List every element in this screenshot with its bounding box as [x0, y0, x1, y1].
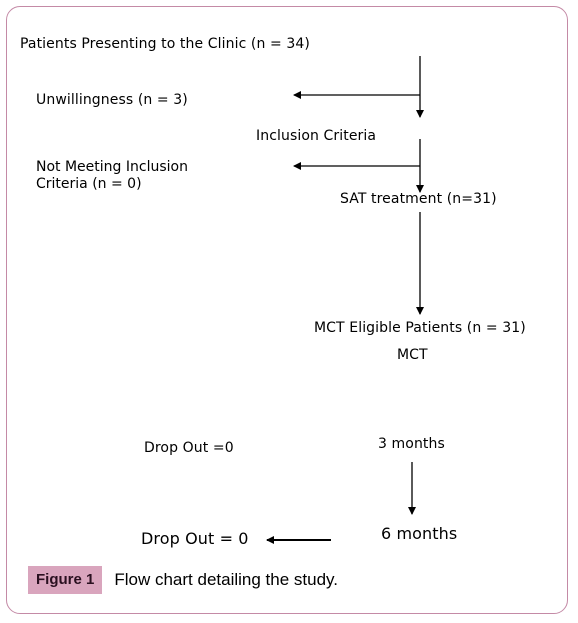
node-6-months: 6 months	[381, 524, 458, 543]
node-dropout-2: Drop Out = 0	[141, 529, 249, 548]
node-3-months: 3 months	[378, 436, 445, 452]
node-sat-treatment: SAT treatment (n=31)	[340, 191, 497, 207]
node-unwillingness: Unwillingness (n = 3)	[36, 92, 188, 108]
figure-tag: Figure 1	[28, 566, 103, 594]
node-dropout-1: Drop Out =0	[144, 440, 234, 456]
not-meeting-line-2: Criteria (n = 0)	[36, 176, 142, 192]
figure-caption-text: Flow chart detailing the study.	[114, 570, 338, 589]
node-not-meeting-inclusion: Not Meeting Inclusion Criteria (n = 0)	[36, 159, 188, 193]
figure-caption: Figure 1 Flow chart detailing the study.	[28, 566, 338, 594]
figure-frame	[6, 6, 568, 614]
node-mct-eligible: MCT Eligible Patients (n = 31)	[314, 320, 526, 336]
node-mct: MCT	[397, 347, 428, 363]
node-inclusion-criteria: Inclusion Criteria	[256, 128, 377, 144]
not-meeting-line-1: Not Meeting Inclusion	[36, 159, 188, 175]
node-patients: Patients Presenting to the Clinic (n = 3…	[20, 36, 310, 52]
